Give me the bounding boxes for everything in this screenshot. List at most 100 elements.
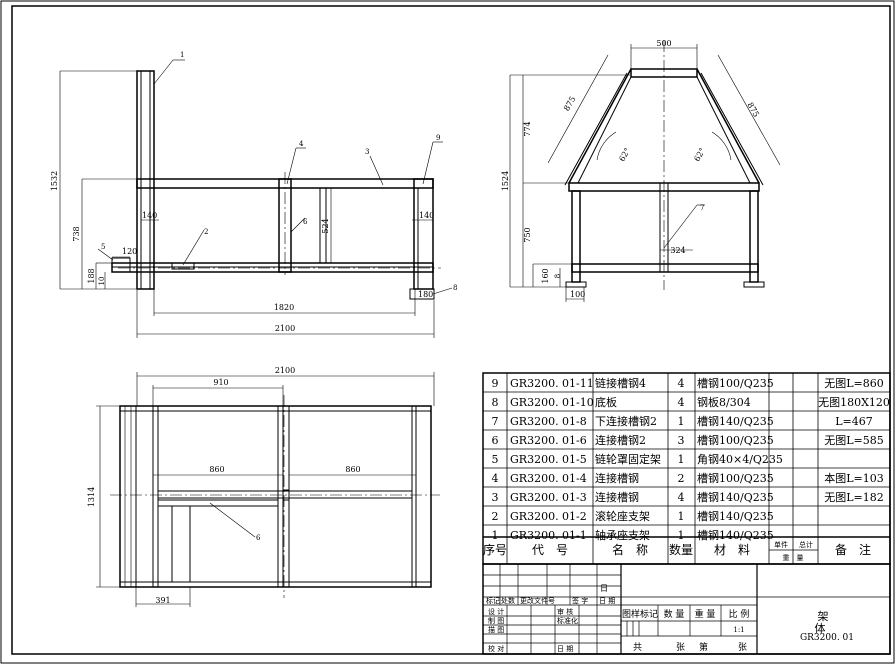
parts-row-6-code: GR3200. 01-4: [510, 472, 587, 485]
rev-h-5: 日 期: [599, 597, 615, 605]
role-draw: 制 图: [488, 616, 504, 625]
parts-row-5-qty: 1: [678, 453, 685, 466]
dim-front-2100: 2100: [275, 324, 295, 333]
title-block: 日 标记 处数 更改文件号 签 字 日 期 设 计 制 图 描 图 校 对 审 …: [482, 563, 891, 655]
dim-top-2100: 2100: [275, 366, 295, 375]
parts-row-2-name: 底板: [595, 395, 617, 409]
dim-front-140-left: 140: [142, 211, 157, 220]
dim-top-910: 910: [213, 378, 228, 387]
rev-h-3: 更改文件号: [520, 596, 555, 605]
parts-row-1-material: 槽钢100/Q235: [697, 377, 774, 390]
col-qty: 数 量: [664, 608, 685, 620]
hdr-seq: 序号: [483, 542, 507, 557]
parts-row-1-code: GR3200. 01-11: [510, 377, 594, 390]
parts-row-7-qty: 4: [678, 491, 685, 504]
parts-row-1-qty: 4: [678, 377, 685, 390]
parts-row-8-seq: 2: [492, 510, 499, 523]
parts-row-4-note: 无图L=585: [824, 434, 884, 447]
parts-row-6-name: 连接槽钢: [595, 472, 639, 485]
hdr-note: 备 注: [835, 542, 871, 557]
role-date: 日 期: [557, 645, 573, 653]
title-marker: 日: [600, 584, 608, 593]
role-check: 校 对: [488, 644, 504, 653]
balloon-2: 2: [204, 228, 208, 236]
dim-side-100: 100: [570, 290, 585, 299]
balloon-7: 7: [700, 204, 704, 212]
dim-side-875-right: 875: [745, 101, 760, 119]
hdr-total-weight: 总计: [799, 540, 813, 549]
parts-header: 序号 代 号 名 称 数量 材 料 单件 总计 重 量 备 注: [483, 540, 871, 562]
parts-row-6-qty: 2: [678, 472, 685, 485]
parts-row-1-note: 无图L=860: [824, 377, 884, 390]
drawing-number: GR3200. 01: [800, 633, 854, 643]
dim-side-875-left: 875: [562, 95, 577, 113]
parts-row-9-material: 槽钢140/Q235: [697, 529, 774, 542]
dim-side-500: 500: [656, 39, 671, 48]
balloon-3: 3: [365, 148, 369, 156]
parts-row-4-code: GR3200. 01-6: [510, 434, 587, 447]
parts-row-6-material: 槽钢100/Q235: [697, 472, 774, 485]
parts-row-2-material: 钢板8/304: [697, 395, 751, 409]
parts-row-5-code: GR3200. 01-5: [510, 453, 587, 466]
parts-row-8-material: 槽钢140/Q235: [697, 510, 774, 523]
parts-row-8-qty: 1: [678, 510, 685, 523]
dim-top-860-left: 860: [209, 465, 224, 474]
balloon-6: 6: [303, 218, 308, 226]
col-weight: 重 量: [695, 608, 716, 620]
parts-row-7-name: 连接槽钢: [595, 491, 639, 504]
rev-h-1: 标记: [486, 596, 500, 605]
parts-row-3-note: L=467: [835, 415, 873, 428]
parts-row-7-code: GR3200. 01-3: [510, 491, 587, 504]
sheet-no-label: 第: [699, 641, 708, 653]
parts-row-7-note: 无图L=182: [824, 491, 884, 504]
parts-row-5-material: 角钢40×4/Q235: [697, 453, 783, 466]
hdr-unit-weight: 单件: [774, 540, 788, 549]
parts-row-1-name: 链接槽钢4: [595, 376, 646, 390]
dim-front-10: 10: [98, 277, 106, 286]
dim-side-160: 160: [541, 268, 550, 283]
parts-row-9-code: GR3200. 01-1: [510, 529, 587, 542]
col-pattern-mark: 图样标记: [622, 608, 658, 620]
parts-row-8-name: 滚轮座支架: [595, 509, 650, 523]
parts-row-8-code: GR3200. 01-2: [510, 510, 587, 523]
dim-top-860-right: 860: [345, 465, 360, 474]
parts-row-7-seq: 3: [492, 491, 499, 504]
drawing-name-line2: 体: [815, 621, 826, 635]
parts-row-2-seq: 8: [492, 396, 499, 409]
parts-row-4-material: 槽钢100/Q235: [697, 434, 774, 447]
side-view: 500 875 875 62° 62° 774 1524 750 160 8 1…: [501, 39, 781, 302]
balloon-1: 1: [180, 51, 184, 59]
top-view: 2100 910 860 860 1314 391 6: [87, 366, 440, 607]
balloon-4: 4: [299, 140, 304, 148]
scale-value: 1:1: [733, 626, 744, 634]
dim-side-angle-left: 62°: [617, 146, 632, 163]
parts-row-7-material: 槽钢140/Q235: [697, 491, 774, 504]
inner-frame: [11, 5, 891, 655]
dim-front-1820: 1820: [274, 303, 294, 312]
hdr-material: 材 料: [714, 543, 750, 557]
balloon-5: 5: [101, 243, 105, 251]
dim-side-750: 750: [523, 227, 532, 242]
hdr-name: 名 称: [612, 542, 648, 557]
dim-side-774: 774: [523, 121, 532, 136]
parts-row-3-name: 下连接槽钢2: [595, 415, 657, 428]
parts-row-2-note: 无图180X120: [818, 396, 890, 409]
role-review: 审 核: [557, 607, 573, 616]
parts-row-4-name: 连接槽钢2: [595, 434, 646, 447]
dim-front-1532: 1532: [50, 171, 59, 191]
parts-row-3-qty: 1: [678, 415, 685, 428]
role-standard: 标准化: [557, 616, 578, 625]
sheet-unit2-label: 张: [738, 642, 747, 653]
parts-row-5-name: 链轮罩固定架: [595, 452, 661, 466]
dim-front-188: 188: [87, 268, 96, 283]
front-view: 1532 738 188 10 120 140 140 524 1820 210…: [50, 51, 457, 338]
dim-front-140-right: 140: [419, 211, 434, 220]
dim-front-180: 180: [418, 290, 433, 299]
dim-side-324: 324: [670, 246, 685, 255]
col-scale: 比 例: [729, 608, 750, 620]
balloon-8: 8: [453, 284, 457, 292]
sheets-unit-label: 张: [676, 642, 685, 653]
